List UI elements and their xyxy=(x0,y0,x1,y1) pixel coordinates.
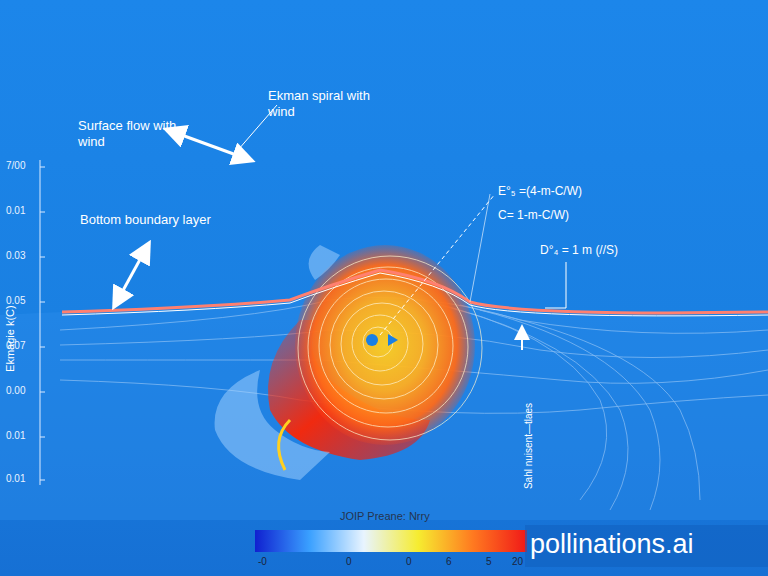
colorbar-title: JOIP Preane: Nrry xyxy=(340,510,430,523)
colorbar-tick: 5 xyxy=(486,556,492,568)
axis-tick: 0.03 xyxy=(6,250,25,262)
axis-tick: 7/00 xyxy=(6,160,25,172)
formula-label: E°₅ =(4-m-C/W) xyxy=(498,184,582,198)
axis-tick: 0.01 xyxy=(6,473,25,485)
formula-label: C= 1-m-C/W) xyxy=(498,208,569,222)
region-label: Bottom boundary layer xyxy=(80,212,211,228)
colorbar-tick: 20 xyxy=(512,556,523,568)
vertical-note: Sahl nuisent—tlaes xyxy=(523,403,535,489)
region-label: Surface flow with wind xyxy=(78,118,188,149)
formula-label: D°₄ = 1 m (//S) xyxy=(540,243,618,257)
axis-tick: 0.01 xyxy=(6,430,25,442)
axis-tick: 0.01 xyxy=(6,205,25,217)
watermark: pollinations.ai xyxy=(530,528,694,560)
axis-tick: 0.05 xyxy=(6,295,25,307)
region-label: Ekman spiral with wind xyxy=(268,88,378,119)
axis-tick: 0.00 xyxy=(6,385,25,397)
axis-title: Ekmagie k(C) xyxy=(4,305,17,372)
colorbar-tick: -0 xyxy=(258,556,267,568)
colorbar-tick: 6 xyxy=(446,556,452,568)
colorbar-tick: 0 xyxy=(406,556,412,568)
colorbar-tick: 0 xyxy=(346,556,352,568)
